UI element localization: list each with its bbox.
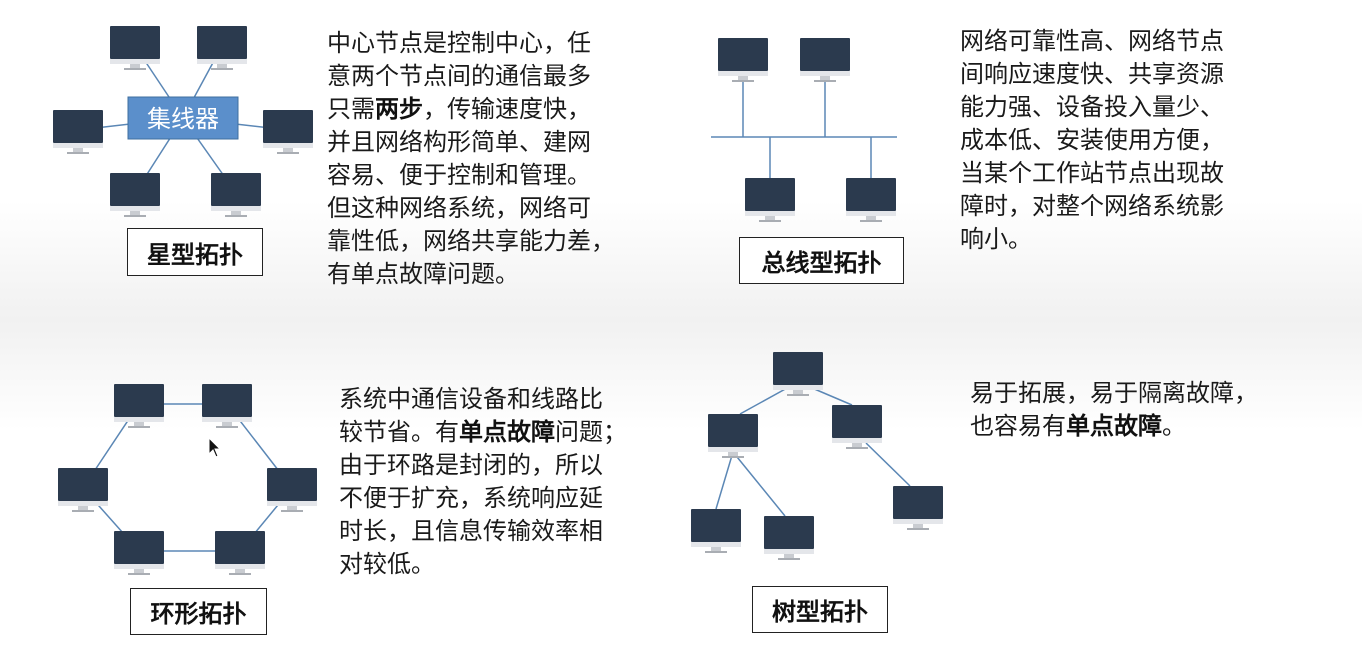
star-caption: 星型拓扑 xyxy=(127,228,263,276)
description-line: 较节省。有单点故障问题； xyxy=(339,418,627,446)
monitor-icon xyxy=(110,173,160,217)
monitor-icon xyxy=(691,509,741,553)
tree-caption: 树型拓扑 xyxy=(752,586,888,633)
tree-description: 易于拓展，易于隔离故障， 也容易有单点故障。 xyxy=(970,377,1258,443)
description-line: 由于环路是封闭的，所以 xyxy=(339,451,603,479)
description-line: 成本低、安装使用方便， xyxy=(960,126,1224,154)
monitor-icon xyxy=(110,26,160,70)
monitor-icon xyxy=(114,531,164,575)
description-line: 障时，对整个网络系统影 xyxy=(960,192,1224,220)
monitor-icon xyxy=(846,178,896,222)
monitor-icon xyxy=(53,110,103,154)
bus-caption: 总线型拓扑 xyxy=(739,237,904,284)
monitor-layer xyxy=(53,26,943,575)
monitor-icon xyxy=(745,178,795,222)
monitor-icon xyxy=(832,405,882,449)
description-line: 但这种网络系统，网络可 xyxy=(327,194,591,222)
monitor-icon xyxy=(263,110,313,154)
hub-layer: 集线器 xyxy=(127,96,239,140)
description-line: 意两个节点间的通信最多 xyxy=(327,62,591,90)
monitor-icon xyxy=(800,38,850,82)
hub-box xyxy=(127,96,239,140)
tree-link xyxy=(715,451,734,510)
description-line: 系统中通信设备和线路比 xyxy=(339,385,603,413)
monitor-icon xyxy=(718,38,768,82)
description-line: 并且网络构形简单、建网 xyxy=(327,128,591,156)
tree-link xyxy=(732,451,786,517)
description-line: 对较低。 xyxy=(339,550,435,578)
monitor-icon xyxy=(893,486,943,530)
description-line: 靠性低，网络共享能力差， xyxy=(327,227,615,255)
mouse-cursor-icon xyxy=(208,437,222,458)
monitor-icon xyxy=(773,352,823,396)
description-line: 也容易有单点故障。 xyxy=(970,412,1186,440)
monitor-icon xyxy=(215,531,265,575)
monitor-icon xyxy=(58,468,108,512)
tree-link xyxy=(865,442,911,487)
description-line: 间响应速度快、共享资源 xyxy=(960,60,1224,88)
description-line: 网络可靠性高、网络节点 xyxy=(960,27,1224,55)
ring-caption: 环形拓扑 xyxy=(130,588,267,635)
bus-description: 网络可靠性高、网络节点间响应速度快、共享资源能力强、设备投入量少、成本低、安装使… xyxy=(960,25,1224,256)
description-line: 中心节点是控制中心，任 xyxy=(327,29,591,57)
description-line: 能力强、设备投入量少、 xyxy=(960,93,1224,121)
description-line: 易于拓展，易于隔离故障， xyxy=(970,379,1258,407)
monitor-icon xyxy=(267,468,317,512)
description-line: 有单点故障问题。 xyxy=(327,260,519,288)
description-line: 容易、便于控制和管理。 xyxy=(327,161,591,189)
monitor-icon xyxy=(202,384,252,428)
description-line: 时长，且信息传输效率相 xyxy=(339,517,603,545)
description-line: 响小。 xyxy=(960,225,1032,253)
ring-description: 系统中通信设备和线路比较节省。有单点故障问题； 由于环路是封闭的，所以不便于扩充，… xyxy=(339,383,627,581)
monitor-icon xyxy=(708,414,758,458)
monitor-icon xyxy=(197,26,247,70)
description-line: 只需两步，传输速度快， xyxy=(327,95,591,123)
monitor-icon xyxy=(211,173,261,217)
hub-label: 集线器 xyxy=(147,105,219,133)
monitor-icon xyxy=(764,516,814,560)
description-line: 不便于扩充，系统响应延 xyxy=(339,484,603,512)
monitor-icon xyxy=(114,384,164,428)
description-line: 当某个工作站节点出现故 xyxy=(960,159,1224,187)
star-description: 中心节点是控制中心，任意两个节点间的通信最多只需两步，传输速度快， 并且网络构形简… xyxy=(327,27,615,291)
